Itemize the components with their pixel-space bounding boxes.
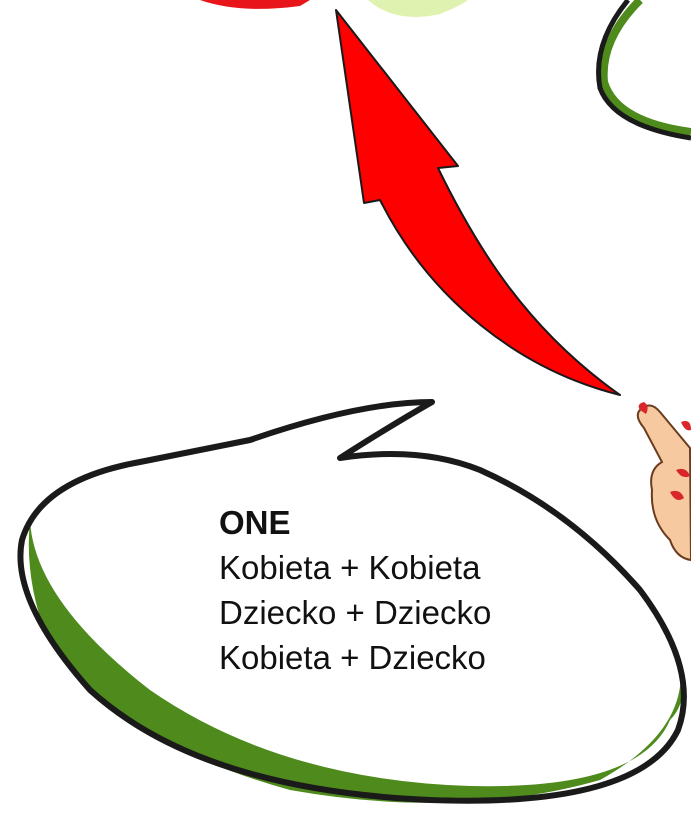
- top-red-blob: [200, 0, 310, 9]
- bubble-title: ONE: [219, 504, 291, 541]
- top-right-bubble: [596, 0, 691, 141]
- bubble-line-3: Kobieta + Dziecko: [219, 639, 486, 676]
- curved-arrow-icon: [335, 9, 621, 396]
- speech-bubble: [17, 399, 687, 804]
- pointing-hand-icon: [636, 402, 691, 562]
- bubble-line-2: Dziecko + Dziecko: [219, 594, 492, 631]
- top-lime-blob: [368, 0, 468, 17]
- bubble-line-1: Kobieta + Kobieta: [219, 549, 481, 586]
- bubble-text: ONE Kobieta + Kobieta Dziecko + Dziecko …: [219, 500, 491, 680]
